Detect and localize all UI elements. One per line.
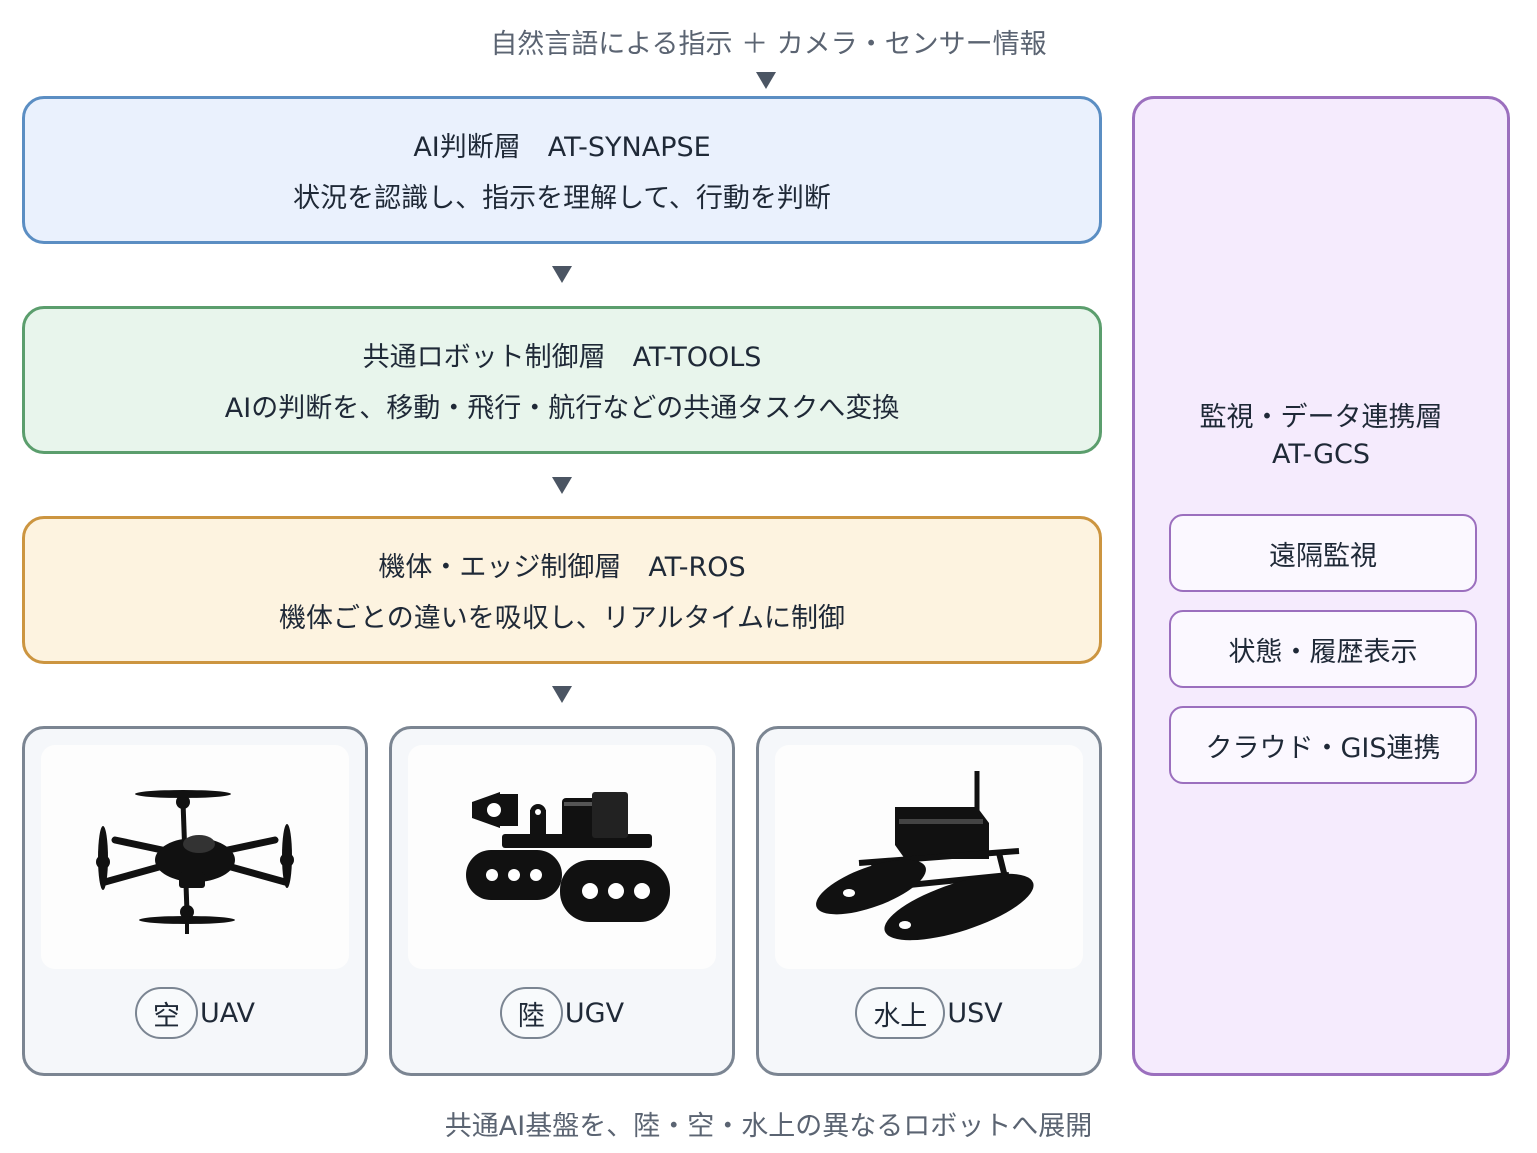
domain-badge: 水上 (855, 987, 946, 1039)
layer-desc: 機体ごとの違いを吸収し、リアルタイムに制御 (279, 603, 845, 634)
catamaran-boat-icon (775, 745, 1083, 969)
domain-badge: 空 (135, 987, 198, 1039)
robot-label: 陸 UGV (392, 985, 732, 1041)
robot-card-usv: 水上 USV (756, 726, 1102, 1076)
tracked-rover-icon (408, 745, 716, 969)
gcs-title: 監視・データ連携層 (1199, 402, 1443, 433)
flow-arrow-input (756, 72, 776, 89)
domain-badge: 陸 (499, 987, 563, 1039)
flow-arrow-3 (552, 686, 572, 703)
gcs-panel: 監視・データ連携層 AT-GCS 遠隔監視 状態・履歴表示 クラウド・GIS連携 (1132, 96, 1510, 1076)
gcs-item-cloud-gis: クラウド・GIS連携 (1169, 706, 1477, 784)
layer-ai-judgment: AI判断層 AT-SYNAPSE 状況を認識し、指示を理解して、行動を判断 (22, 96, 1102, 244)
layer-title: 機体・エッジ制御層 AT-ROS (378, 552, 746, 583)
robot-card-uav: 空 UAV (22, 726, 368, 1076)
layer-title: AI判断層 AT-SYNAPSE (413, 132, 711, 163)
flow-arrow-1 (552, 266, 572, 283)
robot-label: 空 UAV (25, 985, 365, 1041)
robot-code: UAV (200, 997, 255, 1029)
layer-edge-control: 機体・エッジ制御層 AT-ROS 機体ごとの違いを吸収し、リアルタイムに制御 (22, 516, 1102, 664)
robot-code: UGV (564, 997, 625, 1029)
robot-code: USV (947, 997, 1003, 1029)
robot-label: 水上 USV (759, 985, 1099, 1041)
footer-caption: 共通AI基盤を、陸・空・水上の異なるロボットへ展開 (444, 1111, 1093, 1142)
flow-arrow-2 (552, 477, 572, 494)
gcs-item-status-history: 状態・履歴表示 (1169, 610, 1477, 688)
input-caption: 自然言語による指示 ＋ カメラ・センサー情報 (490, 29, 1047, 60)
layer-robot-control: 共通ロボット制御層 AT-TOOLS AIの判断を、移動・飛行・航行などの共通タ… (22, 306, 1102, 454)
gcs-item-remote-monitoring: 遠隔監視 (1169, 514, 1477, 592)
gcs-subtitle: AT-GCS (1271, 439, 1371, 470)
layer-desc: AIの判断を、移動・飛行・航行などの共通タスクへ変換 (224, 393, 900, 424)
layer-desc: 状況を認識し、指示を理解して、行動を判断 (293, 183, 831, 214)
drone-icon (41, 745, 349, 969)
layer-title: 共通ロボット制御層 AT-TOOLS (362, 342, 762, 373)
robot-card-ugv: 陸 UGV (389, 726, 735, 1076)
